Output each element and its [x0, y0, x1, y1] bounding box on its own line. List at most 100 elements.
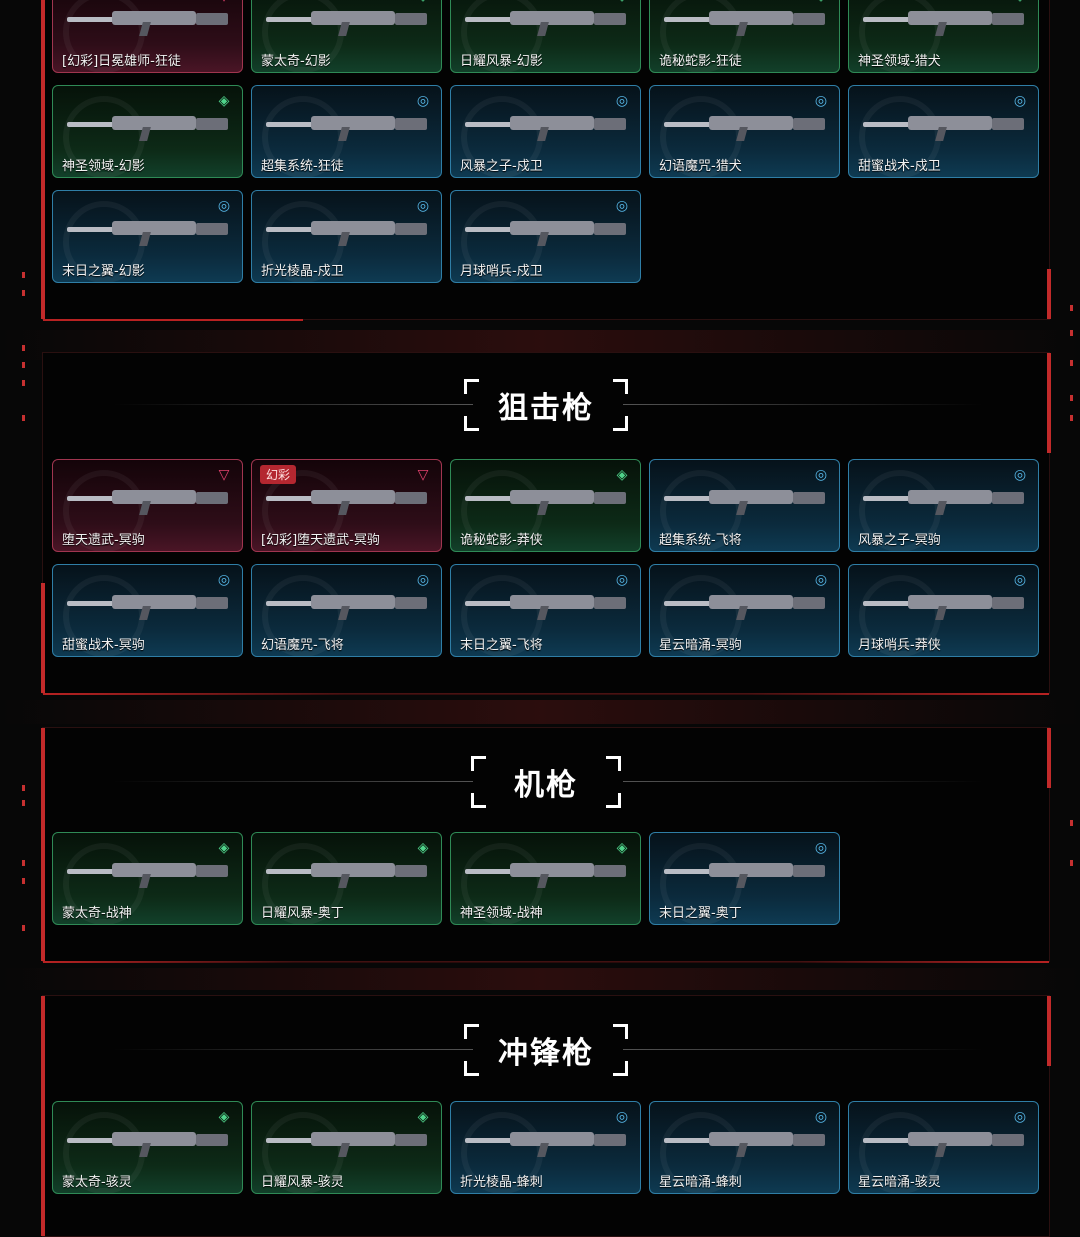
weapon-card[interactable]: ◎ 星云暗涌-冥驹: [649, 564, 840, 657]
weapon-image: [465, 859, 626, 889]
weapon-card[interactable]: ◎末日之翼-幻影: [52, 190, 243, 283]
weapon-image: [465, 591, 626, 621]
weapon-name: 末日之翼-飞将: [460, 638, 543, 653]
weapon-card[interactable]: ◎ 幻语魔咒-猎犬: [649, 85, 840, 178]
weapon-card[interactable]: ◈ 诡秘蛇影-狂徒: [649, 0, 840, 73]
weapon-image: [664, 1128, 825, 1158]
background-emblem: [859, 0, 941, 72]
weapon-name: 月球哨兵-戍卫: [460, 264, 543, 279]
weapon-name: 星云暗涌-冥驹: [659, 638, 742, 653]
weapon-card[interactable]: ◎ 星云暗涌-骇灵: [848, 1101, 1039, 1194]
circle-icon: ◎: [814, 93, 828, 109]
weapon-name: 幻语魔咒-猎犬: [659, 159, 742, 174]
weapon-image: [266, 112, 427, 142]
weapon-card[interactable]: ▽幻彩[幻彩]堕天遗武-冥驹: [251, 459, 442, 552]
weapon-card[interactable]: ◈日耀风暴-奥丁: [251, 832, 442, 925]
circle-icon: ◎: [1013, 93, 1027, 109]
triangle-icon: ▽: [216, 0, 232, 4]
weapon-card[interactable]: ▽ [幻彩]日冕雄师-狂徒: [52, 0, 243, 73]
diamond-icon: ◈: [813, 0, 829, 4]
weapon-image: [266, 859, 427, 889]
background-stripe: [0, 968, 1080, 990]
weapon-image: [67, 217, 228, 247]
weapon-image: [863, 1128, 1024, 1158]
weapon-card[interactable]: ◈日耀风暴-幻影: [450, 0, 641, 73]
circle-icon: ◎: [814, 572, 828, 588]
weapon-name: 日耀风暴-骇灵: [261, 1175, 344, 1190]
circle-icon: ◎: [416, 198, 430, 214]
diamond-icon: ◈: [415, 0, 431, 4]
weapon-name: 诡秘蛇影-狂徒: [659, 54, 742, 69]
circle-icon: ◎: [416, 93, 430, 109]
weapon-name: 神圣领域-猎犬: [858, 54, 941, 69]
weapon-card[interactable]: ◈蒙太奇-战神: [52, 832, 243, 925]
weapon-name: 折光棱晶-蜂刺: [460, 1175, 543, 1190]
weapon-card[interactable]: ◎ 超集系统-狂徒: [251, 85, 442, 178]
weapon-card[interactable]: ▽ 堕天遗武-冥驹: [52, 459, 243, 552]
weapon-card[interactable]: ◎幻语魔咒-飞将: [251, 564, 442, 657]
weapon-image: [863, 7, 1024, 37]
weapon-name: 末日之翼-奥丁: [659, 906, 742, 921]
weapon-card[interactable]: ◈ 神圣领域-战神: [450, 832, 641, 925]
weapon-name: [幻彩]日冕雄师-狂徒: [62, 54, 181, 69]
weapon-image: [67, 859, 228, 889]
weapon-card[interactable]: ◈神圣领域-幻影: [52, 85, 243, 178]
triangle-icon: ▽: [218, 467, 230, 483]
weapon-card[interactable]: ◈ 日耀风暴-骇灵: [251, 1101, 442, 1194]
triangle-icon: ▽: [417, 467, 429, 483]
weapon-image: [266, 591, 427, 621]
diamond-icon: ◈: [616, 467, 628, 483]
weapon-image: [67, 486, 228, 516]
diamond-icon: ◈: [417, 1109, 429, 1125]
circle-icon: ◎: [814, 840, 828, 856]
weapon-name: 诡秘蛇影-莽侠: [460, 533, 543, 548]
circle-icon: ◎: [615, 1109, 629, 1125]
weapon-image: [863, 591, 1024, 621]
background-emblem: [63, 0, 145, 72]
weapon-name: 蒙太奇-战神: [62, 906, 132, 921]
weapon-name: 幻语魔咒-飞将: [261, 638, 344, 653]
diamond-icon: ◈: [218, 1109, 230, 1125]
weapon-name: 末日之翼-幻影: [62, 264, 145, 279]
weapon-card[interactable]: ◎月球哨兵-莽侠: [848, 564, 1039, 657]
weapon-card[interactable]: ◎ 折光棱晶-戍卫: [251, 190, 442, 283]
weapon-name: 超集系统-狂徒: [261, 159, 344, 174]
weapon-card[interactable]: ◈ 诡秘蛇影-莽侠: [450, 459, 641, 552]
weapon-card[interactable]: ◈ 神圣领域-猎犬: [848, 0, 1039, 73]
section-title: 狙击枪: [464, 375, 628, 435]
weapon-card[interactable]: ◈蒙太奇-幻影: [251, 0, 442, 73]
weapon-card[interactable]: ◎月球哨兵-戍卫: [450, 190, 641, 283]
weapon-card[interactable]: ◎风暴之子-戍卫: [450, 85, 641, 178]
weapon-name: 折光棱晶-戍卫: [261, 264, 344, 279]
section-title: 冲锋枪: [464, 1020, 628, 1080]
circle-icon: ◎: [814, 467, 828, 483]
weapon-card[interactable]: ◎ 折光棱晶-蜂刺: [450, 1101, 641, 1194]
weapon-card[interactable]: ◈蒙太奇-骇灵: [52, 1101, 243, 1194]
weapon-name: 神圣领域-战神: [460, 906, 543, 921]
weapon-card[interactable]: ◎ 风暴之子-冥驹: [848, 459, 1039, 552]
weapon-name: 星云暗涌-蜂刺: [659, 1175, 742, 1190]
background-emblem: [461, 0, 543, 72]
weapon-card[interactable]: ◎ 末日之翼-奥丁: [649, 832, 840, 925]
weapon-name: 堕天遗武-冥驹: [62, 533, 145, 548]
weapon-card[interactable]: ◎超集系统-飞将: [649, 459, 840, 552]
weapon-image: [863, 112, 1024, 142]
weapon-card[interactable]: ◎甜蜜战术-戍卫: [848, 85, 1039, 178]
weapon-name: 日耀风暴-奥丁: [261, 906, 344, 921]
weapon-name: 星云暗涌-骇灵: [858, 1175, 941, 1190]
background-stripe: [0, 700, 1080, 724]
weapon-name: 风暴之子-冥驹: [858, 533, 941, 548]
weapon-card[interactable]: ◎星云暗涌-蜂刺: [649, 1101, 840, 1194]
weapon-image: [266, 7, 427, 37]
diamond-icon: ◈: [1012, 0, 1028, 4]
weapon-image: [465, 486, 626, 516]
circle-icon: ◎: [217, 572, 231, 588]
weapon-image: [465, 112, 626, 142]
circle-icon: ◎: [1013, 467, 1027, 483]
weapon-card[interactable]: ◎末日之翼-飞将: [450, 564, 641, 657]
background-emblem: [660, 0, 742, 72]
weapon-card[interactable]: ◎甜蜜战术-冥驹: [52, 564, 243, 657]
diamond-icon: ◈: [616, 840, 628, 856]
weapon-name: 神圣领域-幻影: [62, 159, 145, 174]
circle-icon: ◎: [1013, 1109, 1027, 1125]
